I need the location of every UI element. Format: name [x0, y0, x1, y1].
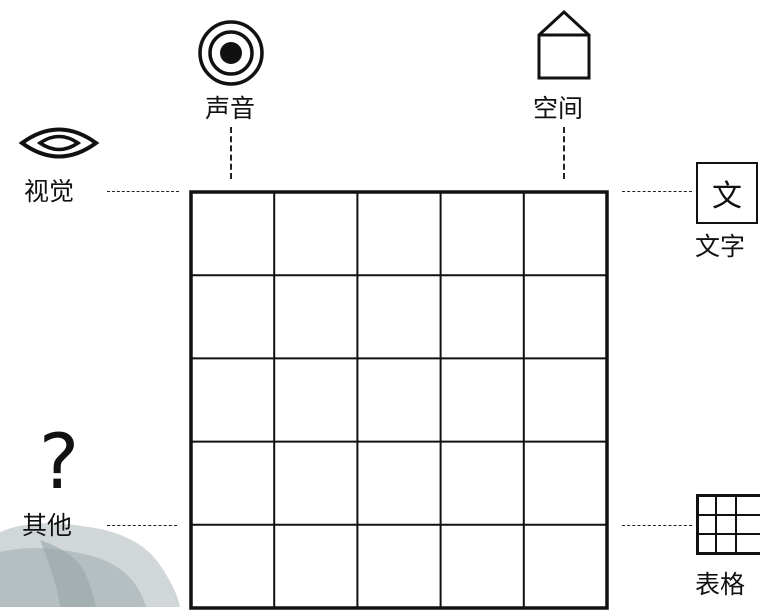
table-connector: [622, 525, 692, 526]
grid-border: [191, 192, 607, 608]
space-label: 空间: [533, 95, 583, 123]
eye-icon: [18, 120, 100, 166]
central-grid: [189, 190, 609, 610]
question-mark-icon: ?: [34, 422, 84, 502]
other-label: 其他: [22, 512, 72, 540]
text-connector: [622, 191, 692, 192]
text-label: 文字: [695, 233, 745, 261]
house-icon: [535, 8, 593, 83]
table-label: 表格: [695, 571, 745, 599]
table-grid-icon: [696, 494, 760, 556]
sound-label: 声音: [205, 95, 255, 123]
vision-connector: [107, 191, 179, 192]
vision-label: 视觉: [24, 178, 74, 206]
target-icon: [196, 18, 266, 88]
space-connector: [563, 127, 565, 179]
sound-connector: [230, 127, 232, 179]
text-box-icon: 文: [696, 162, 758, 224]
other-connector: [107, 525, 177, 526]
